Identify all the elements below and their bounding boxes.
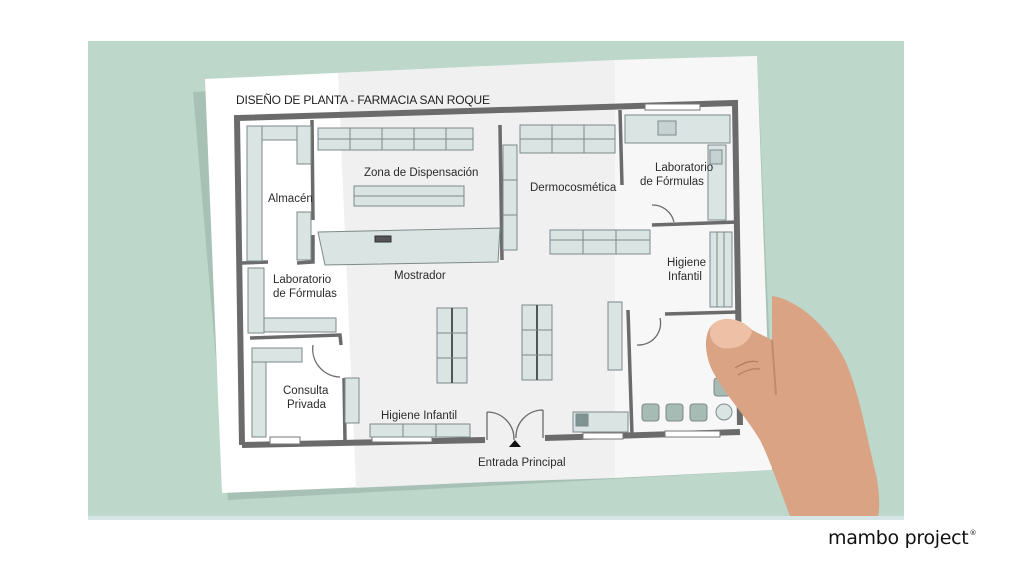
interior-walls — [241, 109, 739, 441]
plan-title: DISEÑO DE PLANTA - FARMACIA SAN ROQUE — [236, 93, 490, 107]
brand-logo: mambo project® — [828, 527, 976, 549]
label-higiene-bottom: Higiene Infantil — [381, 410, 457, 422]
entrance-arrow-icon — [509, 440, 521, 447]
label-dermocosmetica: Dermocosmética — [530, 182, 617, 194]
label-higiene-right-2: Infantil — [668, 271, 702, 283]
furniture — [246, 114, 733, 438]
label-consulta-2: Privada — [287, 399, 327, 411]
label-laboratorio-left-1: Laboratorio — [273, 274, 331, 286]
registered-mark-icon: ® — [969, 529, 977, 537]
doors — [312, 204, 675, 441]
label-entrada-principal: Entrada Principal — [478, 457, 566, 469]
label-laboratorio-top-2: de Fórmulas — [640, 176, 704, 188]
hand-illustration — [705, 296, 880, 516]
label-higiene-right-1: Higiene — [667, 257, 706, 269]
label-almacen: Almacén — [268, 193, 313, 205]
room-labels: DISEÑO DE PLANTA - FARMACIA SAN ROQUE Al… — [236, 93, 713, 469]
label-mostrador: Mostrador — [394, 270, 446, 282]
label-laboratorio-left-2: de Fórmulas — [273, 288, 337, 300]
label-consulta-1: Consulta — [283, 385, 329, 397]
background-panel-edge — [88, 516, 904, 520]
brand-name: mambo project — [828, 527, 969, 549]
label-laboratorio-top-1: Laboratorio — [655, 162, 713, 174]
label-zona-dispensacion: Zona de Dispensación — [364, 167, 478, 179]
